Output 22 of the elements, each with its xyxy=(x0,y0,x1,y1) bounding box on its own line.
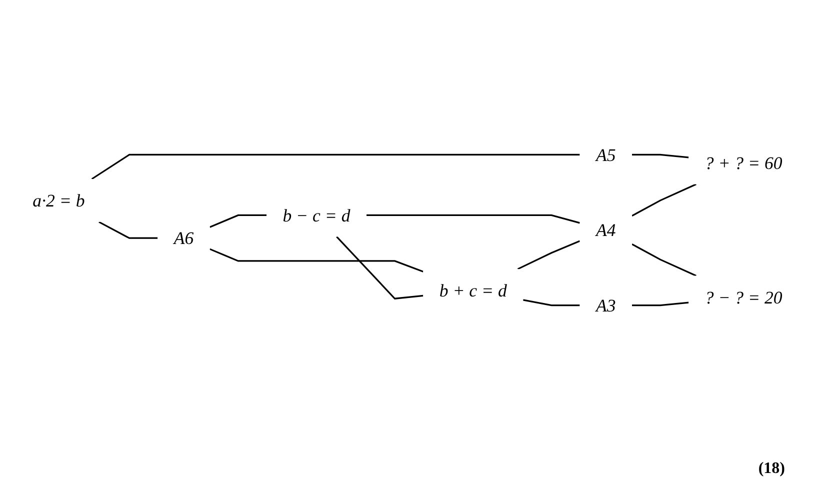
node-text: ? − ? = 20 xyxy=(704,287,782,308)
connector xyxy=(98,221,158,239)
node-text: b + c = d xyxy=(439,280,507,301)
connector xyxy=(336,236,424,300)
node-text: a·2 = b xyxy=(32,190,85,211)
connector xyxy=(517,240,580,270)
connector xyxy=(91,154,580,180)
node-text: A3 xyxy=(596,295,616,316)
figure-number: (18) xyxy=(758,460,785,478)
connector xyxy=(210,248,424,272)
node-text: ? + ? = 60 xyxy=(704,152,782,173)
node-text: A4 xyxy=(596,220,616,240)
connector xyxy=(210,214,266,228)
node-text: b − c = d xyxy=(282,205,350,226)
connector xyxy=(366,214,580,224)
connector xyxy=(632,154,689,158)
node-text: A6 xyxy=(174,228,194,248)
connector xyxy=(632,184,696,217)
node-text: A5 xyxy=(596,144,616,165)
connector xyxy=(632,302,689,306)
connector xyxy=(632,243,696,276)
connector xyxy=(522,299,580,306)
